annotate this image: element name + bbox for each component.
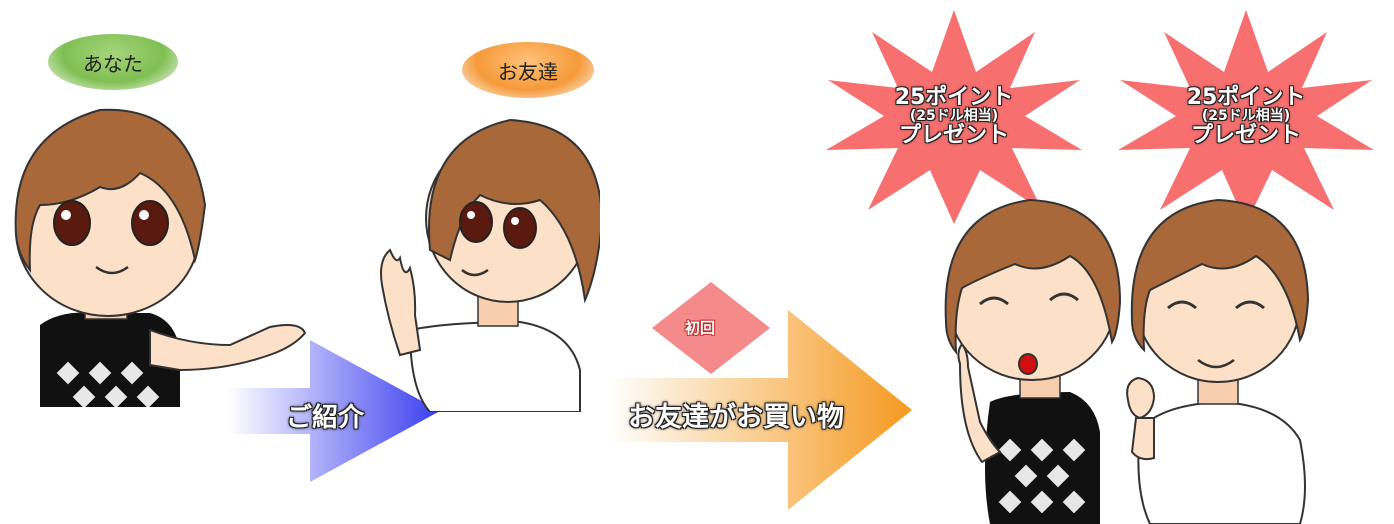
purchase-label: お友達がお買い物 [628, 402, 844, 433]
reward-2-gift: プレゼント [1190, 122, 1301, 148]
character-friend-happy-illustration [1126, 198, 1310, 524]
reward-star-2 [1118, 10, 1374, 224]
reward-star-2-text: 25ポイント (25ドル相当) プレゼント [1162, 86, 1330, 147]
friend-label: お友達 [462, 42, 594, 98]
character-friend-illustration [380, 118, 600, 412]
reward-2-points: 25ポイント [1186, 85, 1306, 110]
reward-1-equivalent: (25ドル相当) [909, 108, 999, 125]
you-label: あなた [48, 34, 178, 90]
reward-1-gift: プレゼント [898, 122, 1009, 148]
first-time-diamond [652, 282, 770, 374]
reward-2-equivalent: (25ドル相当) [1201, 108, 1291, 125]
you-label-text: あなた [83, 51, 143, 76]
introduce-arrow [228, 340, 440, 482]
reward-1-points: 25ポイント [894, 85, 1014, 110]
friend-label-text: お友達 [498, 59, 558, 84]
introduce-label: ご紹介 [286, 403, 365, 433]
character-you-happy-illustration [944, 198, 1122, 524]
first-time-label: 初回 [685, 319, 716, 337]
reward-star-1-text: 25ポイント (25ドル相当) プレゼント [870, 86, 1038, 147]
reward-star-1 [826, 10, 1082, 224]
character-you-illustration [14, 108, 307, 407]
purchase-arrow [608, 310, 912, 510]
